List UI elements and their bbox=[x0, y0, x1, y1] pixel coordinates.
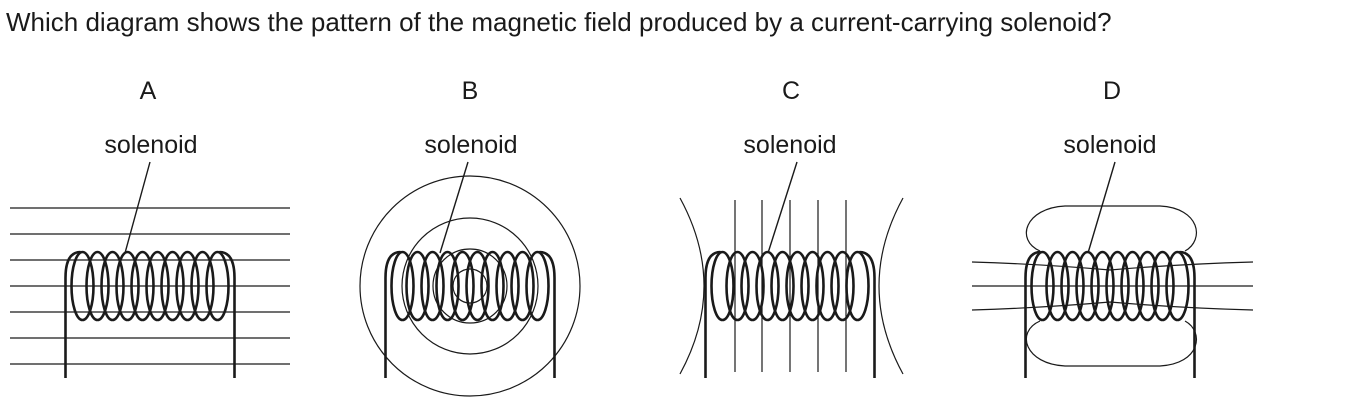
coil-turn bbox=[100, 250, 125, 322]
coil-lead-left bbox=[384, 250, 401, 378]
coil-turn bbox=[190, 250, 215, 322]
option-a-field-lines bbox=[10, 207, 290, 365]
option-a-solenoid-label: solenoid bbox=[104, 131, 198, 159]
coil-turn bbox=[1075, 250, 1100, 322]
coil-turn bbox=[495, 250, 520, 322]
coil-turn bbox=[725, 250, 750, 322]
coil-turn bbox=[1165, 250, 1190, 322]
coil-turn bbox=[420, 250, 445, 322]
option-c-label-pointer bbox=[767, 161, 798, 254]
coil-turn bbox=[480, 250, 505, 322]
coil-turn bbox=[815, 250, 840, 322]
coil-turn bbox=[405, 250, 430, 322]
coil-turn bbox=[740, 250, 765, 322]
coil-turn bbox=[465, 250, 490, 322]
option-b-label-pointer bbox=[439, 161, 469, 254]
coil-turn bbox=[1105, 250, 1130, 322]
option-c-letter[interactable]: C bbox=[781, 77, 801, 105]
option-a-solenoid-coil bbox=[64, 250, 236, 378]
coil-turn bbox=[115, 250, 140, 322]
coil-turn bbox=[1030, 250, 1055, 322]
option-b-solenoid-coil bbox=[384, 250, 556, 378]
coil-turn bbox=[785, 250, 810, 322]
coil-turn bbox=[160, 250, 185, 322]
coil-turn bbox=[145, 250, 170, 322]
coil-turn bbox=[830, 250, 855, 322]
coil-lead-left bbox=[1024, 250, 1041, 378]
coil-lead-right bbox=[1179, 250, 1196, 378]
option-d-label-pointer bbox=[1087, 161, 1116, 254]
coil-turn bbox=[845, 250, 870, 322]
coil-lead-left bbox=[704, 250, 721, 378]
coil-turn bbox=[1120, 250, 1145, 322]
coil-turn bbox=[1045, 250, 1070, 322]
option-b-solenoid-label: solenoid bbox=[424, 131, 518, 159]
option-b-diagram[interactable] bbox=[359, 161, 581, 397]
option-d-solenoid-label: solenoid bbox=[1063, 131, 1157, 159]
coil-turn bbox=[85, 250, 110, 322]
coil-turn bbox=[70, 250, 95, 322]
coil-turn bbox=[175, 250, 200, 322]
question-text: Which diagram shows the pattern of the m… bbox=[6, 7, 1112, 37]
option-d-letter[interactable]: D bbox=[1102, 77, 1122, 105]
coil-lead-right bbox=[859, 250, 876, 378]
coil-turn bbox=[1150, 250, 1175, 322]
coil-turn bbox=[435, 250, 460, 322]
coil-turn bbox=[450, 250, 475, 322]
option-b-field-lines bbox=[359, 175, 581, 397]
coil-turn bbox=[770, 250, 795, 322]
coil-turn bbox=[1090, 250, 1115, 322]
coil-turn bbox=[710, 250, 735, 322]
option-d-diagram[interactable] bbox=[971, 161, 1254, 378]
option-a-diagram[interactable] bbox=[10, 161, 290, 378]
coil-turn bbox=[205, 250, 230, 322]
option-c-solenoid-coil bbox=[704, 250, 876, 378]
coil-lead-right bbox=[539, 250, 556, 378]
option-d-field-lines bbox=[971, 205, 1254, 367]
coil-turn bbox=[755, 250, 780, 322]
option-c-diagram[interactable] bbox=[679, 161, 904, 378]
option-c-solenoid-label: solenoid bbox=[743, 131, 837, 159]
option-b-letter[interactable]: B bbox=[461, 77, 479, 105]
coil-lead-left bbox=[64, 250, 81, 378]
option-d-solenoid-coil bbox=[1024, 250, 1196, 378]
coil-lead-right bbox=[219, 250, 236, 378]
option-a-letter[interactable]: A bbox=[139, 77, 157, 105]
coil-turn bbox=[130, 250, 155, 322]
coil-turn bbox=[510, 250, 535, 322]
coil-turn bbox=[800, 250, 825, 322]
option-a-label-pointer bbox=[124, 161, 151, 254]
coil-turn bbox=[390, 250, 415, 322]
coil-turn bbox=[1135, 250, 1160, 322]
coil-turn bbox=[1060, 250, 1085, 322]
coil-turn bbox=[525, 250, 550, 322]
